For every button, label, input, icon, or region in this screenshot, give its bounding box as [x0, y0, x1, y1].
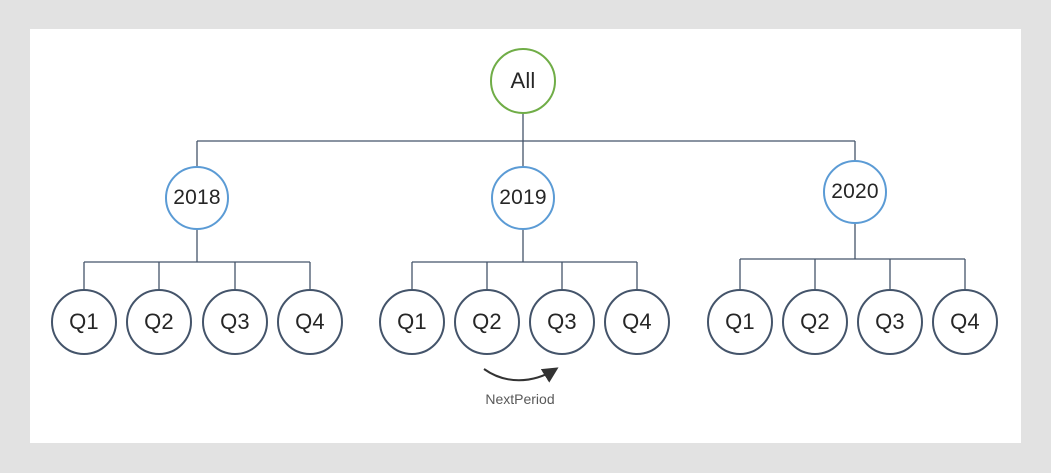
- node-2018-q1: Q1: [51, 289, 117, 355]
- node-2020-q3: Q3: [857, 289, 923, 355]
- node-2019-q2: Q2: [454, 289, 520, 355]
- node-2018-q4: Q4: [277, 289, 343, 355]
- node-2019-q4-label: Q4: [622, 309, 652, 334]
- node-2019-q1-label: Q1: [397, 309, 427, 334]
- node-2019-q1: Q1: [379, 289, 445, 355]
- node-2018-label: 2018: [173, 186, 221, 209]
- node-2020-q4: Q4: [932, 289, 998, 355]
- node-2019-label: 2019: [499, 186, 547, 209]
- node-2018-q3-label: Q3: [220, 309, 250, 334]
- node-2019-q4: Q4: [604, 289, 670, 355]
- node-2020-q3-label: Q3: [875, 309, 905, 334]
- node-2019-q2-label: Q2: [472, 309, 502, 334]
- node-all: All: [490, 48, 556, 114]
- node-2020-q2-label: Q2: [800, 309, 830, 334]
- node-2018: 2018: [165, 166, 229, 230]
- node-2018-q1-label: Q1: [69, 309, 99, 334]
- node-2018-q4-label: Q4: [295, 309, 325, 334]
- node-2018-q3: Q3: [202, 289, 268, 355]
- node-2019-q3: Q3: [529, 289, 595, 355]
- node-2020-q4-label: Q4: [950, 309, 980, 334]
- node-2018-q2-label: Q2: [144, 309, 174, 334]
- node-2019: 2019: [491, 166, 555, 230]
- node-2020-q1: Q1: [707, 289, 773, 355]
- node-2020-label: 2020: [831, 180, 879, 203]
- next-period-label: NextPeriod: [485, 391, 555, 407]
- node-2018-q2: Q2: [126, 289, 192, 355]
- node-2020: 2020: [823, 160, 887, 224]
- node-all-label: All: [510, 68, 536, 93]
- node-2020-q2: Q2: [782, 289, 848, 355]
- node-2019-q3-label: Q3: [547, 309, 577, 334]
- node-2020-q1-label: Q1: [725, 309, 755, 334]
